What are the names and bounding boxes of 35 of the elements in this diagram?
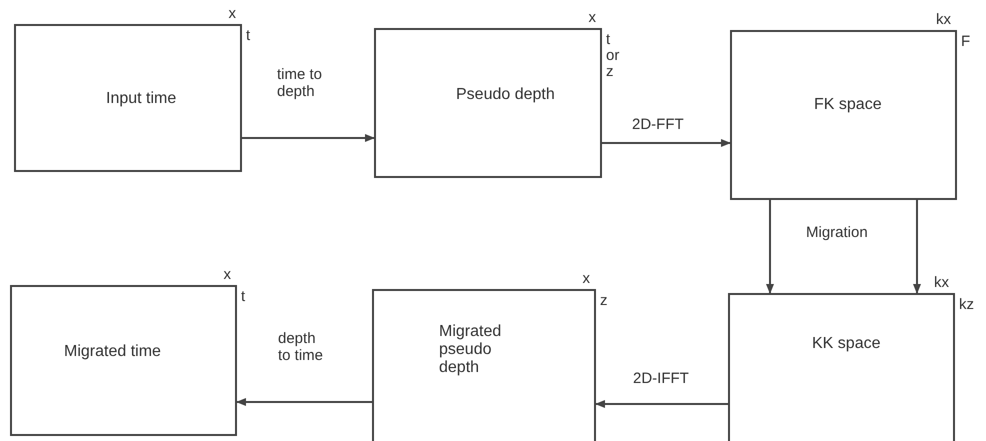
axis-label: x [588, 10, 596, 26]
edge-label: 2D-FFT [632, 116, 685, 133]
process-box [14, 24, 242, 172]
arrow [602, 139, 731, 147]
arrow [242, 134, 375, 142]
axis-label: x [582, 271, 590, 287]
process-box [730, 30, 957, 200]
axis-label: z [600, 293, 608, 309]
box-label: KK space [812, 335, 882, 353]
axis-label: kx [933, 275, 949, 291]
box-label: FK space [814, 96, 883, 114]
step-label: Migration [806, 224, 868, 241]
edge-label: time to depth [277, 66, 324, 100]
arrow [766, 200, 774, 294]
axis-label: t [246, 28, 252, 44]
process-box [374, 28, 602, 178]
process-box [372, 289, 596, 441]
box-label: Pseudo depth [456, 86, 556, 104]
axis-label: x [228, 6, 236, 22]
edge-label: depth to time [278, 330, 324, 364]
box-label: Migrated pseudo depth [439, 323, 502, 377]
axis-label: t [241, 289, 246, 305]
process-box [10, 285, 237, 436]
axis-label: kz [959, 297, 975, 313]
axis-label: F [961, 34, 972, 50]
arrow [236, 398, 372, 406]
edge-label: 2D-IFFT [633, 370, 690, 387]
box-label: Input time [106, 90, 178, 108]
axis-label: x [222, 267, 231, 283]
axis-label: t or z [606, 32, 620, 80]
arrow [595, 400, 728, 408]
box-label: Migrated time [64, 343, 162, 361]
process-box [728, 293, 955, 441]
axis-label: kx [935, 12, 951, 28]
arrow [913, 200, 921, 294]
